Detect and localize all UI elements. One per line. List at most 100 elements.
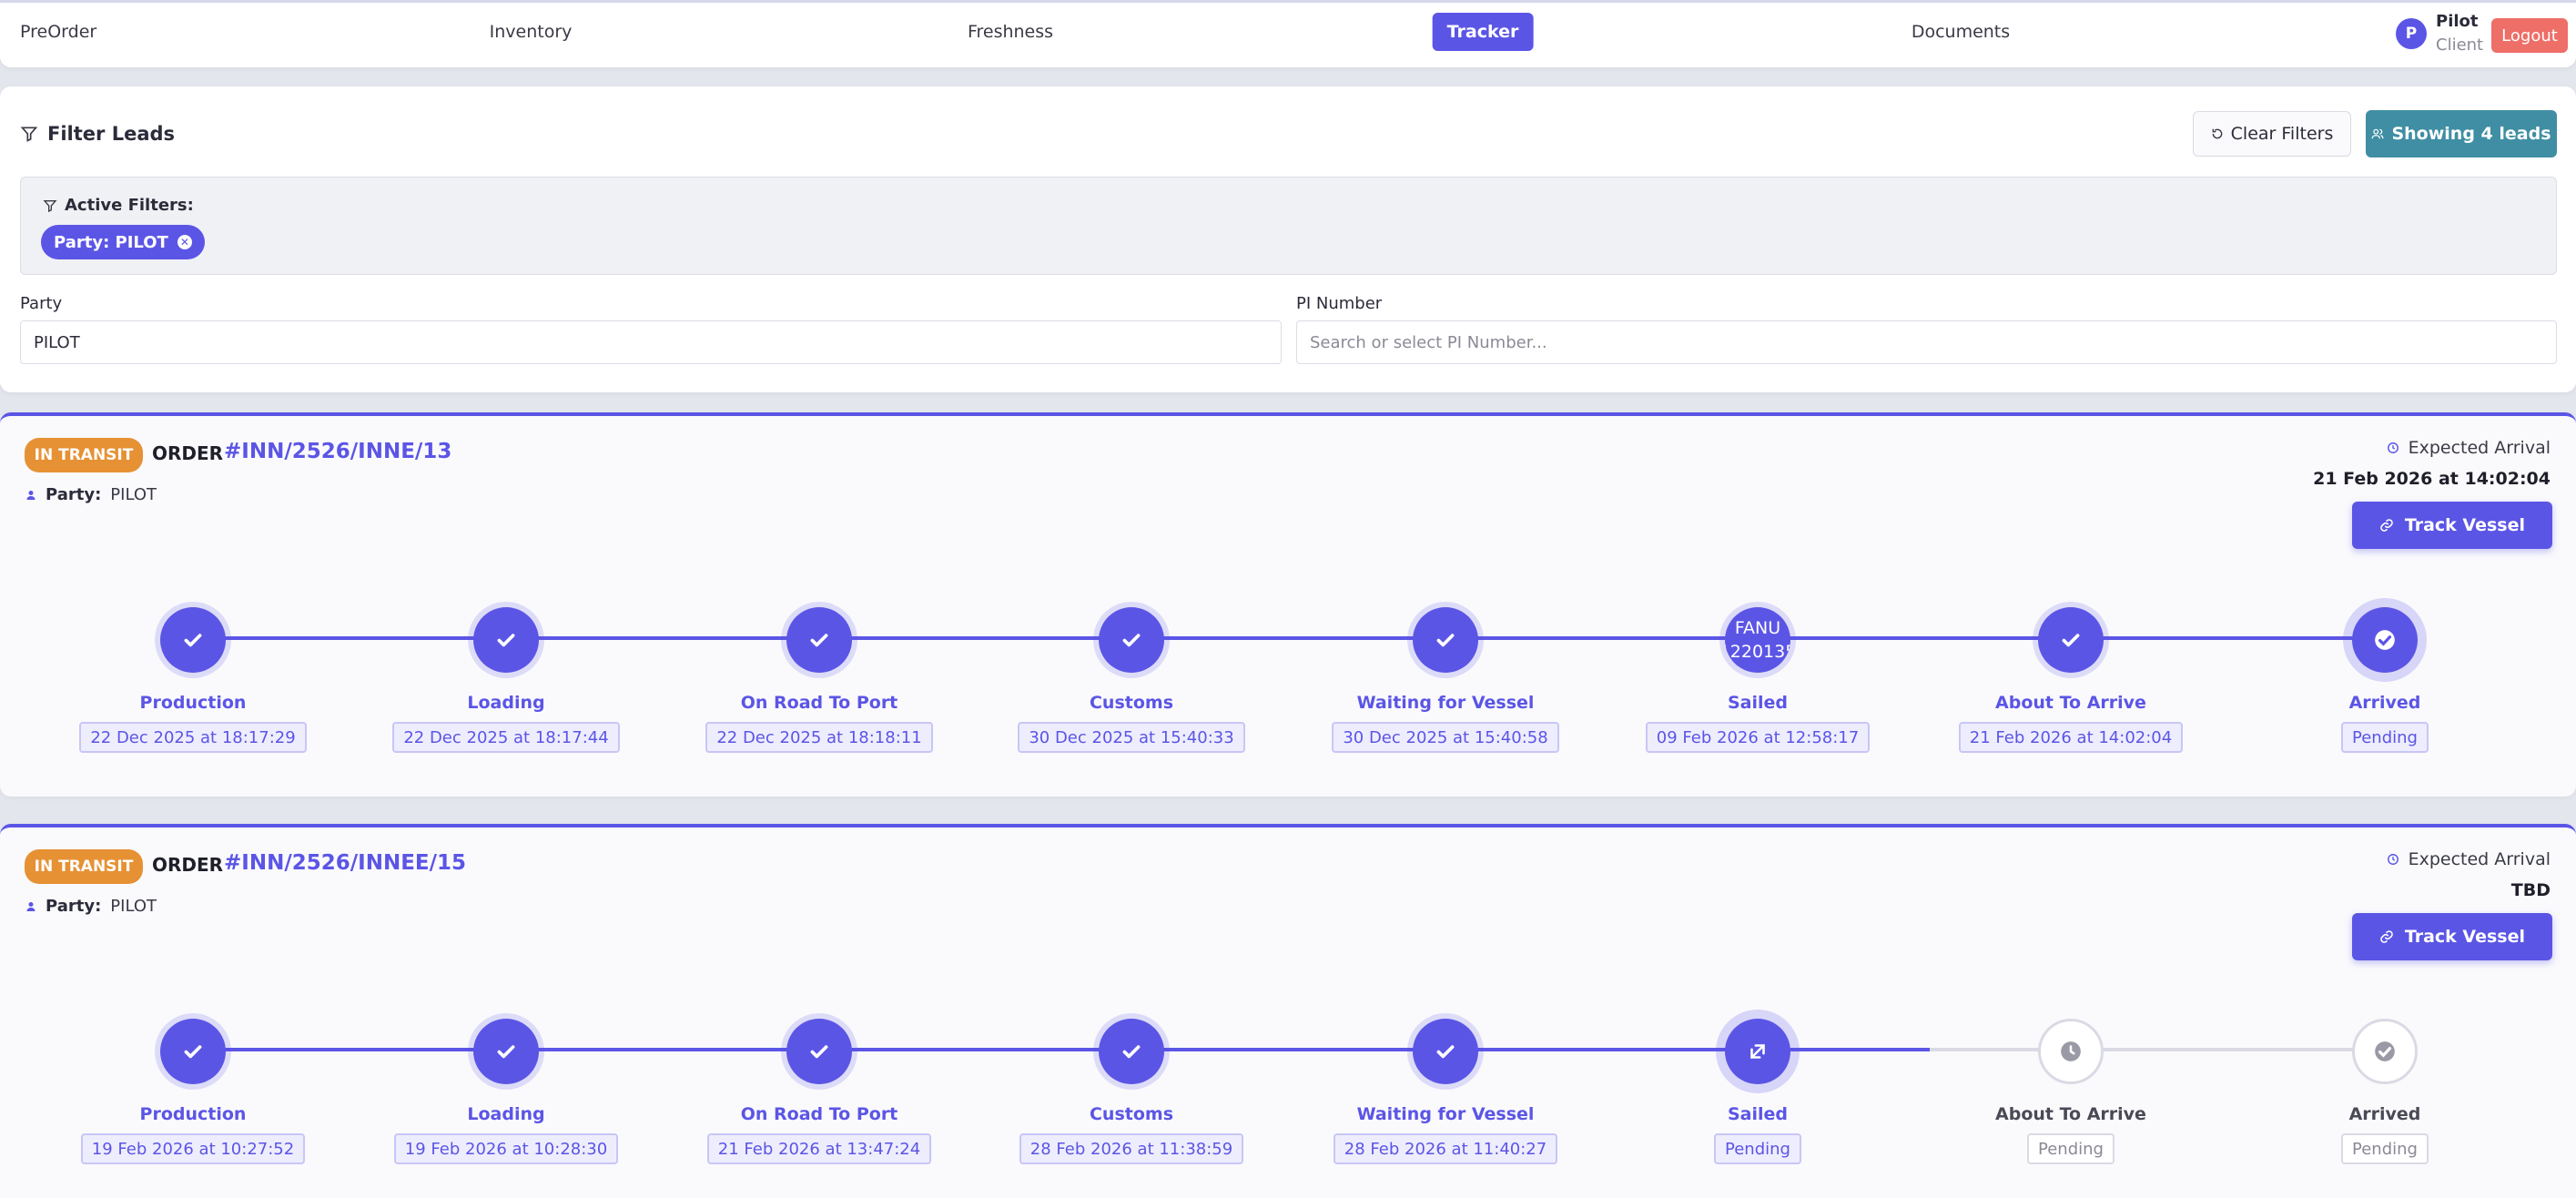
party-info: Party: PILOT — [25, 897, 157, 916]
users-icon — [2371, 128, 2384, 139]
check-icon — [1436, 1045, 1455, 1059]
step-circle[interactable] — [1413, 1019, 1478, 1084]
check-icon — [1122, 634, 1141, 647]
party-value: PILOT — [110, 485, 157, 504]
track-vessel-label: Track Vessel — [2404, 927, 2525, 947]
step-circle[interactable] — [1413, 607, 1478, 673]
step-circle[interactable] — [473, 1019, 539, 1084]
step-date: Pending — [2341, 722, 2429, 753]
step-name: Production — [139, 1104, 247, 1124]
step-circle[interactable] — [2352, 607, 2418, 673]
step-circle[interactable] — [2038, 607, 2104, 673]
step-date: 28 Feb 2026 at 11:38:59 — [1019, 1133, 1244, 1164]
party-label: Party: — [46, 485, 102, 504]
step-circle[interactable] — [786, 1019, 852, 1084]
step-circle[interactable] — [2038, 1019, 2104, 1084]
user-name: Pilot — [2436, 12, 2479, 31]
step-circle[interactable] — [160, 607, 226, 673]
filter-chip-party[interactable]: Party: PILOT ✕ — [41, 225, 205, 259]
party-label: Party — [20, 294, 63, 313]
track-vessel-button[interactable]: Track Vessel — [2351, 913, 2552, 960]
order-number[interactable]: #INN/2526/INNE/13 — [224, 440, 452, 463]
step-name: On Road To Port — [740, 693, 898, 713]
tracker-step: On Road To Port 21 Feb 2026 at 13:47:24 — [701, 1019, 938, 1164]
remove-chip-icon[interactable]: ✕ — [177, 235, 192, 249]
step-name: About To Arrive — [1995, 693, 2146, 713]
pi-number-label: PI Number — [1296, 294, 1383, 313]
step-date: 09 Feb 2026 at 12:58:17 — [1645, 722, 1871, 753]
check-icon — [2062, 634, 2080, 647]
tracker-step: Loading 22 Dec 2025 at 18:17:44 — [388, 607, 624, 753]
clear-filters-button[interactable]: Clear Filters — [2193, 111, 2351, 157]
check-circle-icon — [2375, 630, 2395, 650]
check-icon — [810, 634, 828, 647]
step-date: 22 Dec 2025 at 18:18:11 — [705, 722, 933, 753]
active-filters-label: Active Filters: — [43, 196, 194, 215]
check-icon — [810, 1045, 828, 1059]
party-info: Party: PILOT — [25, 485, 157, 504]
step-name: Arrived — [2348, 1104, 2421, 1124]
step-circle[interactable] — [2352, 1019, 2418, 1084]
refresh-icon — [2212, 128, 2223, 139]
check-circle-icon — [2375, 1041, 2395, 1061]
check-icon — [184, 634, 202, 647]
filter-icon — [43, 199, 57, 212]
step-date: Pending — [2341, 1133, 2429, 1164]
check-icon — [1122, 1045, 1141, 1059]
clear-filters-label: Clear Filters — [2230, 124, 2334, 144]
status-badge: IN TRANSIT — [25, 438, 143, 472]
step-name: Customs — [1089, 693, 1174, 713]
step-name: Sailed — [1727, 1104, 1789, 1124]
filter-title: Filter Leads — [20, 123, 175, 145]
order-number[interactable]: #INN/2526/INNEE/15 — [224, 851, 467, 875]
step-date: 19 Feb 2026 at 10:28:30 — [393, 1133, 619, 1164]
step-name: On Road To Port — [740, 1104, 898, 1124]
tracker-step: About To Arrive 21 Feb 2026 at 14:02:04 — [1952, 607, 2189, 753]
step-circle[interactable] — [1099, 1019, 1164, 1084]
step-date: 30 Dec 2025 at 15:40:58 — [1332, 722, 1559, 753]
tracker-step: Arrived Pending — [2267, 607, 2503, 753]
top-navbar: PreOrder Inventory Freshness Tracker Doc… — [0, 0, 2576, 67]
party-input[interactable]: PILOT — [20, 320, 1282, 364]
tracker-step: Customs 30 Dec 2025 at 15:40:33 — [1013, 607, 1250, 753]
order-label: ORDER — [152, 854, 224, 876]
step-circle[interactable] — [786, 607, 852, 673]
step-name: Waiting for Vessel — [1356, 693, 1535, 713]
party-label: Party: — [46, 897, 102, 916]
tracker-step: Production 19 Feb 2026 at 10:27:52 — [75, 1019, 311, 1164]
nav-inventory[interactable]: Inventory — [489, 22, 573, 42]
step-name: Waiting for Vessel — [1356, 1104, 1535, 1124]
clock-icon — [2387, 854, 2399, 865]
track-vessel-button[interactable]: Track Vessel — [2351, 502, 2552, 549]
nav-freshness[interactable]: Freshness — [967, 22, 1054, 42]
filter-title-text: Filter Leads — [47, 123, 176, 145]
avatar[interactable]: P — [2396, 18, 2427, 49]
step-circle[interactable] — [473, 607, 539, 673]
step-circle[interactable]: FANU 1220135 — [1725, 607, 1790, 673]
check-icon — [497, 634, 515, 647]
step-circle[interactable] — [1099, 607, 1164, 673]
track-vessel-label: Track Vessel — [2404, 515, 2525, 535]
showing-leads-button[interactable]: Showing 4 leads — [2366, 110, 2557, 157]
ship-icon — [1750, 1044, 1765, 1059]
step-date: 21 Feb 2026 at 13:47:24 — [706, 1133, 932, 1164]
nav-preorder[interactable]: PreOrder — [20, 22, 97, 42]
logout-button[interactable]: Logout — [2491, 18, 2568, 53]
tracker-step: Customs 28 Feb 2026 at 11:38:59 — [1013, 1019, 1250, 1164]
step-date: 22 Dec 2025 at 18:17:29 — [79, 722, 307, 753]
pi-number-input[interactable]: Search or select PI Number... — [1296, 320, 2557, 364]
tracker-step: FANU 1220135 Sailed 09 Feb 2026 at 12:58… — [1639, 607, 1876, 753]
tracker-step: Arrived Pending — [2267, 1019, 2503, 1164]
nav-documents[interactable]: Documents — [1911, 22, 2011, 42]
step-circle[interactable] — [160, 1019, 226, 1084]
nav-tracker[interactable]: Tracker — [1432, 13, 1534, 51]
step-date: 22 Dec 2025 at 18:17:44 — [392, 722, 620, 753]
expected-arrival-text: Expected Arrival — [2408, 849, 2551, 869]
filter-panel: Filter Leads Clear Filters Showing 4 lea… — [0, 86, 2576, 392]
link-icon — [2380, 519, 2393, 532]
step-circle[interactable] — [1725, 1019, 1790, 1084]
progress-line — [193, 1048, 1931, 1051]
order-card: IN TRANSIT ORDER #INN/2526/INNEE/15 Part… — [0, 824, 2576, 1198]
check-icon — [1436, 634, 1455, 647]
clock-icon — [2387, 442, 2399, 453]
